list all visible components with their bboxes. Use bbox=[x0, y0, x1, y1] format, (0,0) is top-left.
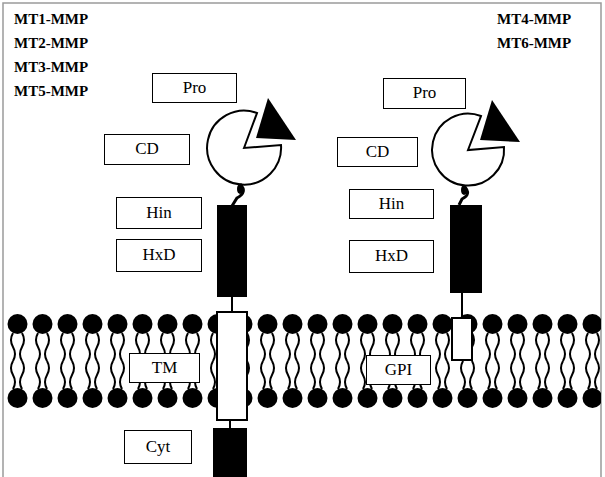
domain-label-box: Cyt bbox=[124, 430, 192, 464]
domain-label-box: CD bbox=[337, 137, 418, 167]
domain-label-box: TM bbox=[129, 353, 200, 383]
domain-label-box: Hin bbox=[349, 189, 434, 219]
domain-label: Hin bbox=[379, 195, 405, 214]
lipid-bilayer bbox=[5, 313, 601, 409]
domain-label-box: Pro bbox=[152, 73, 237, 103]
frame bbox=[3, 3, 601, 477]
gpi-anchored-mmp bbox=[432, 100, 520, 360]
enzyme-name: MT6-MMP bbox=[497, 35, 571, 52]
domain-label-box: Pro bbox=[383, 78, 466, 109]
domain-label-box: HxD bbox=[116, 239, 202, 272]
domain-label: Pro bbox=[413, 84, 437, 103]
domain-label: CD bbox=[135, 140, 159, 159]
domain-label: Pro bbox=[183, 79, 207, 98]
domain-label-box: Hin bbox=[116, 197, 202, 229]
domain-label: Cyt bbox=[146, 438, 171, 457]
domain-label: TM bbox=[152, 359, 178, 378]
enzyme-name: MT3-MMP bbox=[14, 59, 88, 76]
enzyme-name: MT2-MMP bbox=[14, 35, 88, 52]
enzyme-name: MT5-MMP bbox=[14, 83, 88, 100]
enzyme-name: MT1-MMP bbox=[14, 11, 88, 28]
domain-label-box: GPI bbox=[366, 355, 431, 385]
domain-label: Hin bbox=[146, 204, 172, 223]
domain-label: HxD bbox=[142, 246, 175, 265]
domain-label: CD bbox=[366, 143, 390, 162]
domain-label: HxD bbox=[375, 247, 408, 266]
enzyme-name: MT4-MMP bbox=[497, 11, 571, 28]
domain-label-box: HxD bbox=[349, 240, 434, 273]
transmembrane-mmp bbox=[207, 98, 296, 477]
domain-label: GPI bbox=[385, 361, 412, 380]
domain-label-box: CD bbox=[104, 134, 190, 165]
